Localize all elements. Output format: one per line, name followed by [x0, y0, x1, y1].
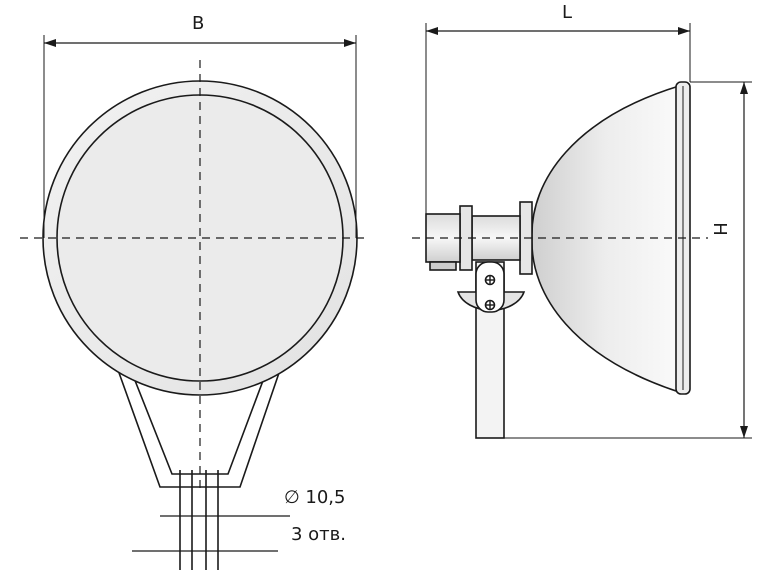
- side-reflector: [531, 84, 680, 394]
- hole-diameter-label: ∅ 10,5: [284, 487, 346, 508]
- side-cable-gland: [429, 261, 457, 271]
- hole-count-label: 3 отв.: [291, 524, 347, 545]
- dimension-h-label: H: [708, 222, 730, 236]
- side-pivot-arm: [475, 261, 505, 313]
- dimension-b-label: B: [192, 13, 205, 34]
- front-view: [20, 35, 368, 570]
- dimension-l-label: L: [562, 2, 573, 23]
- side-view: [412, 23, 752, 439]
